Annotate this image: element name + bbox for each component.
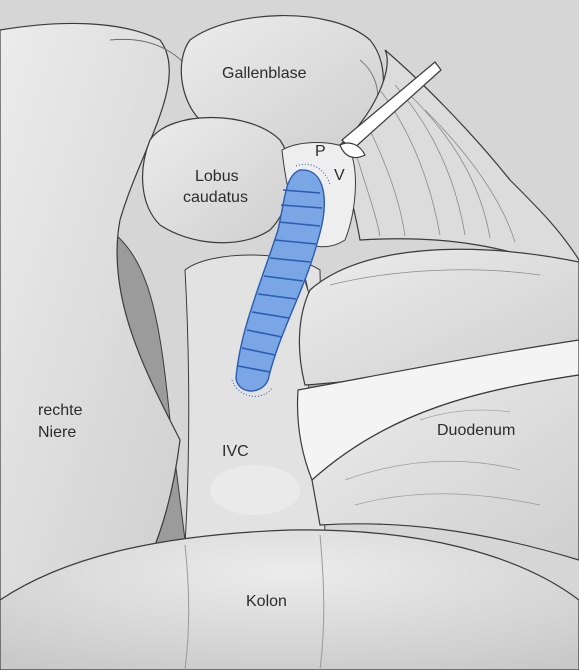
ivc-highlight: [210, 465, 300, 515]
gallbladder-label: Gallenblase: [222, 65, 307, 82]
portal-p-label: P: [315, 143, 326, 160]
colon-label: Kolon: [246, 593, 287, 610]
caudate-label-line2: caudatus: [183, 189, 248, 206]
portal-v-label: V: [334, 167, 345, 184]
right-kidney-label-line2: Niere: [38, 424, 76, 441]
right-kidney-label-line1: rechte: [38, 402, 83, 419]
ivc-label: IVC: [222, 443, 249, 460]
duodenum-label: Duodenum: [437, 422, 515, 439]
caudate-label-line1: Lobus: [195, 168, 239, 185]
